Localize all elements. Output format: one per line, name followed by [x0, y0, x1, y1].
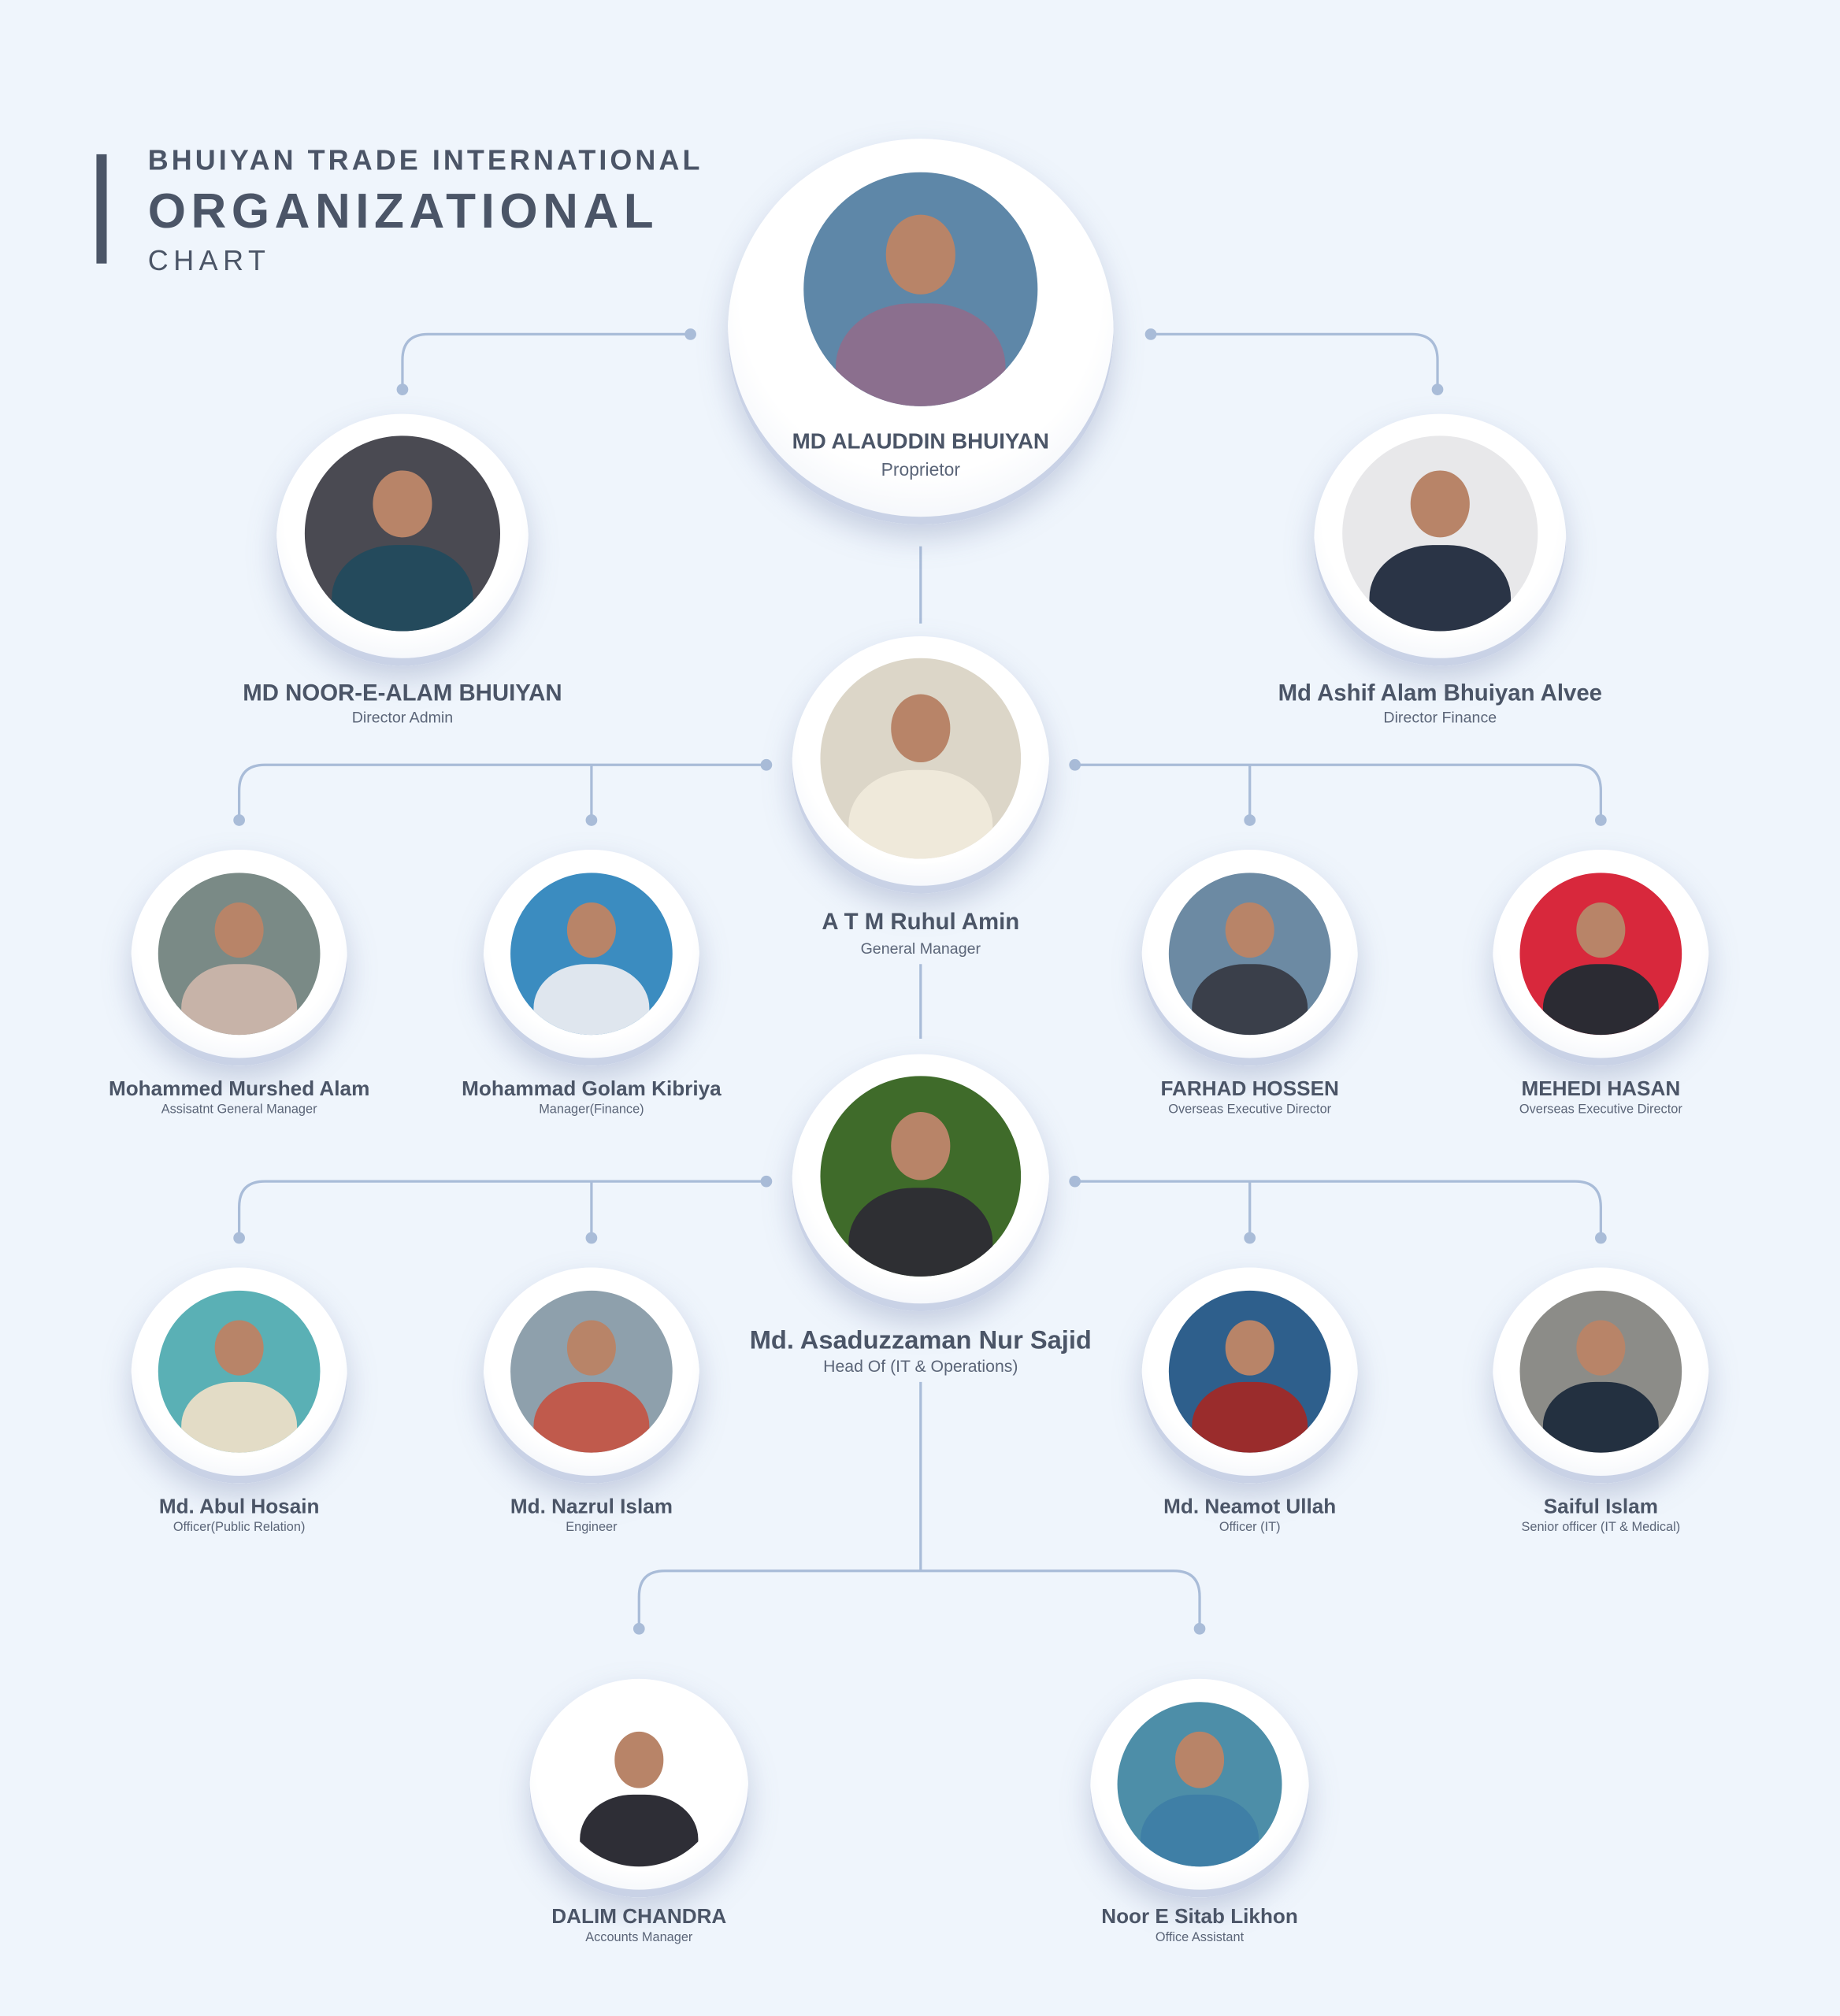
avatar-photo: [814, 1070, 1026, 1282]
person-role: Assisatnt General Manager: [161, 1102, 317, 1117]
person-role: Overseas Executive Director: [1519, 1102, 1682, 1117]
person-name: Md. Neamot Ullah: [1163, 1496, 1337, 1518]
avatar-photo: [1163, 867, 1337, 1040]
person-role: General Manager: [860, 939, 981, 958]
person-role: Officer (IT): [1219, 1521, 1281, 1536]
avatar-photo: [505, 867, 678, 1040]
avatar-photo: [798, 167, 1043, 412]
connector-gm-left: [237, 763, 766, 821]
person-name: MEHEDI HASAN: [1521, 1078, 1681, 1101]
person-name: Md. Abul Hosain: [158, 1496, 320, 1518]
person-name: Noor E Sitab Likhon: [1101, 1906, 1298, 1929]
avatar-photo: [505, 1285, 678, 1458]
person-role: Engineer: [566, 1521, 618, 1536]
person-name: DALIM CHANDRA: [551, 1906, 727, 1929]
avatar-photo: [551, 1696, 727, 1872]
person-role: Head Of (IT & Operations): [823, 1356, 1018, 1376]
person-role: Senior officer (IT & Medical): [1521, 1521, 1681, 1536]
avatar-photo: [299, 430, 506, 637]
avatar-photo: [1337, 430, 1543, 637]
person-name: MD ALAUDDIN BHUIYAN: [792, 429, 1049, 454]
person-name: Md. Asaduzzaman Nur Sajid: [749, 1326, 1092, 1355]
person-role: Officer(Public Relation): [172, 1521, 306, 1536]
avatar-photo: [1163, 1285, 1337, 1458]
person-role: Overseas Executive Director: [1168, 1102, 1332, 1117]
avatar-photo: [1514, 867, 1687, 1040]
connector-proprietor-admin: [401, 332, 691, 390]
avatar-photo: [814, 653, 1026, 864]
company-name: BHUIYAN TRADE INTERNATIONAL: [147, 143, 703, 176]
person-role: Manager(Finance): [539, 1102, 644, 1117]
person-name: MD NOOR-E-ALAM BHUIYAN: [243, 680, 562, 706]
person-name: Mohammed Murshed Alam: [108, 1078, 370, 1101]
person-name: Md. Nazrul Islam: [510, 1496, 673, 1518]
person-role: Office Assistant: [1155, 1930, 1245, 1945]
person-role: Proprietor: [881, 458, 960, 480]
avatar-photo: [1112, 1696, 1288, 1872]
person-role: Director Admin: [351, 708, 454, 727]
person-name: Mohammad Golam Kibriya: [462, 1078, 722, 1101]
avatar-photo: [1514, 1285, 1687, 1458]
connector-head-right: [1074, 1180, 1602, 1239]
title-accent-bar: [96, 154, 107, 264]
avatar-photo: [153, 1285, 325, 1458]
page-subtitle: CHART: [147, 244, 271, 276]
person-name: Saiful Islam: [1543, 1496, 1658, 1518]
person-role: Director Finance: [1383, 708, 1497, 727]
connector-gm-right: [1074, 763, 1602, 821]
connector-head-bottom: [637, 1381, 1201, 1629]
connector-head-left: [237, 1180, 766, 1239]
person-name: FARHAD HOSSEN: [1160, 1078, 1339, 1101]
person-role: Accounts Manager: [585, 1930, 693, 1945]
avatar-photo: [153, 867, 325, 1040]
connector-proprietor-finance: [1150, 332, 1439, 390]
person-name: A T M Ruhul Amin: [822, 909, 1020, 935]
person-name: Md Ashif Alam Bhuiyan Alvee: [1278, 680, 1603, 706]
page-title: ORGANIZATIONAL: [147, 185, 659, 239]
